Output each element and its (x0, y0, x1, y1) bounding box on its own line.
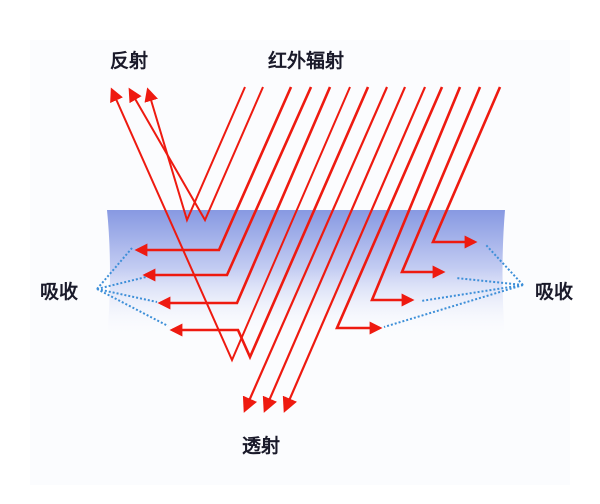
reflected-ray (110, 86, 351, 363)
absorption-dotted-lines (96, 244, 524, 328)
label-transmission: 透射 (242, 434, 280, 457)
label-absorption-right: 吸收 (535, 280, 573, 303)
absorption-dotted-line-right (420, 284, 524, 302)
absorbed-ray-left (142, 86, 313, 282)
infrared-rays (110, 86, 502, 413)
transmitted-ray (242, 86, 389, 413)
label-reflection: 反射 (110, 49, 148, 72)
absorption-dotted-line-left (96, 247, 133, 290)
absorption-dotted-line-left (96, 288, 169, 327)
transmitted-ray (262, 86, 407, 413)
reflected-ray (144, 86, 246, 223)
transmitted-ray (282, 86, 427, 413)
absorbed-ray-left (134, 86, 293, 257)
reflected-ray (128, 86, 264, 223)
material-slab (107, 210, 505, 340)
absorbed-ray-right (400, 86, 482, 279)
absorbed-ray-left (169, 86, 370, 361)
absorbed-ray-right (335, 86, 444, 335)
absorption-dotted-line-right (485, 244, 524, 286)
absorbed-ray-right (370, 86, 462, 307)
absorption-dotted-line-right (383, 284, 524, 328)
absorption-dotted-line-left (96, 276, 147, 290)
label-absorption-left: 吸收 (40, 280, 78, 303)
label-infrared-radiation: 红外辐射 (268, 49, 344, 72)
absorbed-ray-left (157, 86, 332, 310)
absorbed-ray-right (431, 86, 502, 249)
absorption-dotted-line-right (455, 277, 524, 286)
